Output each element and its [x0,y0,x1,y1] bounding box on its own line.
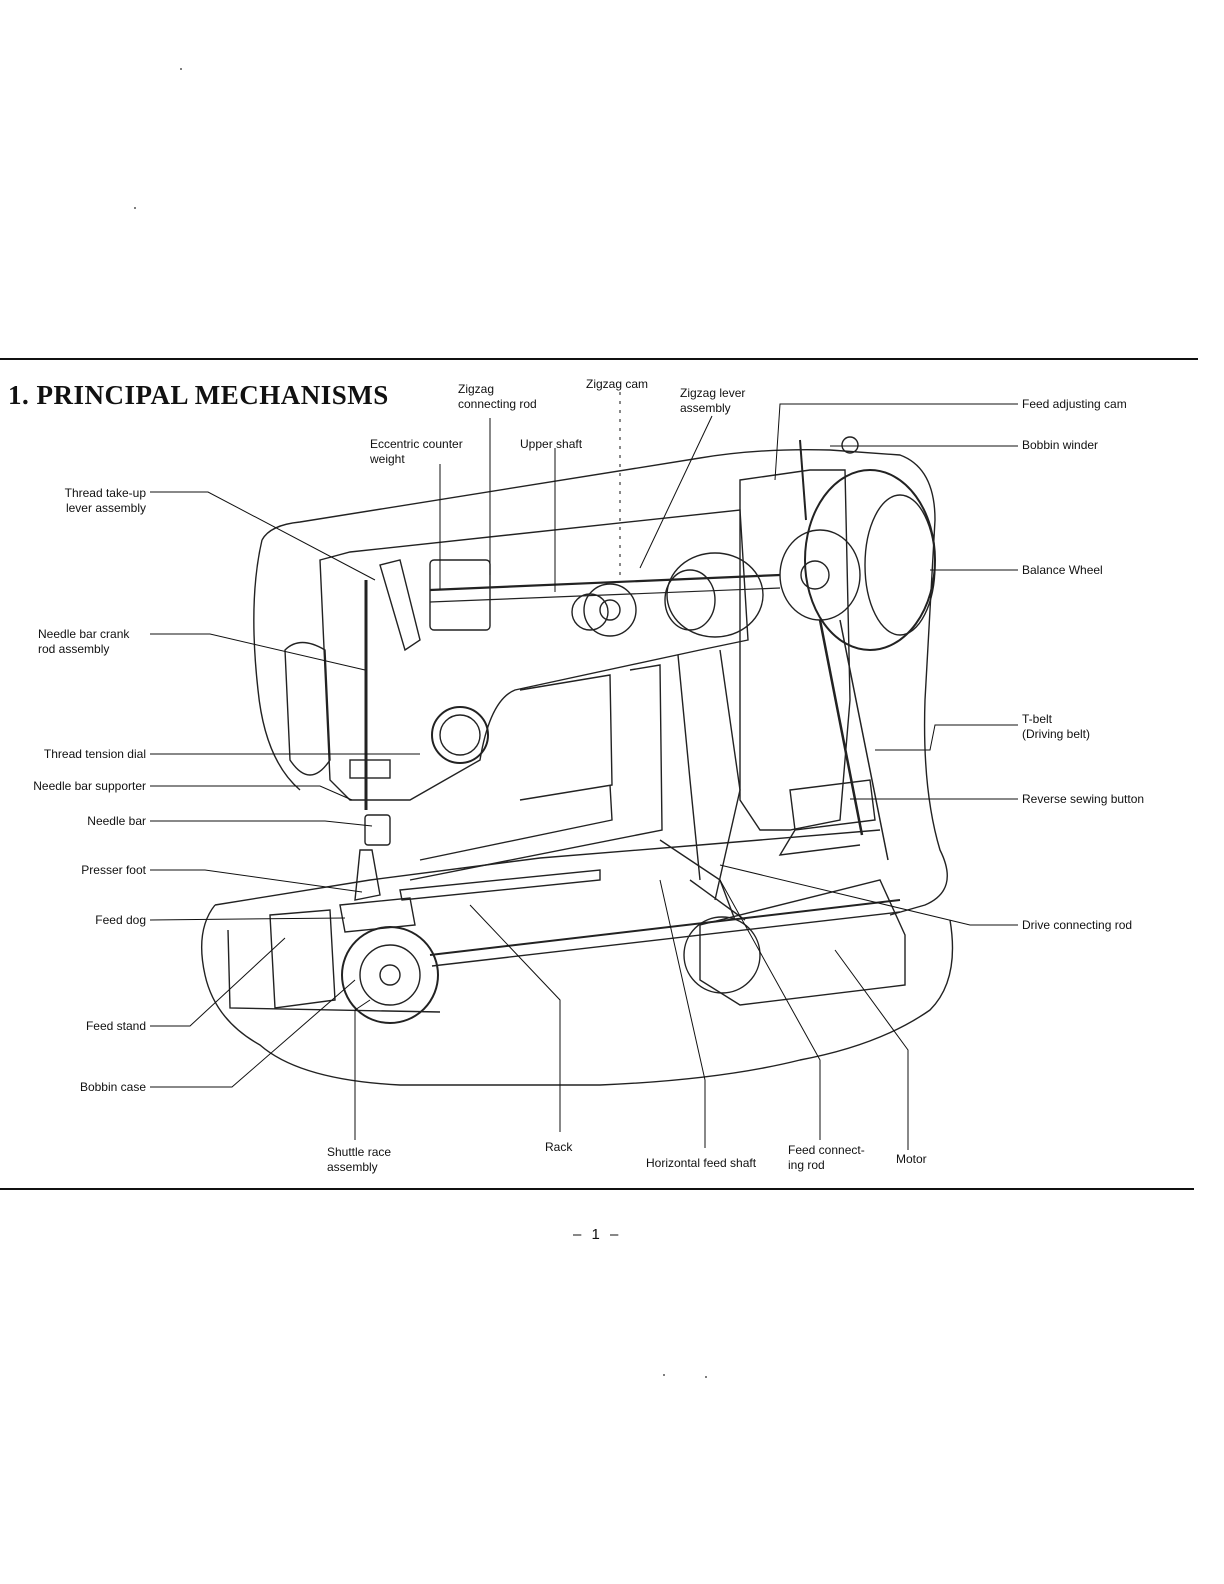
arm-frame [319,509,749,801]
label-bobbin-case: Bobbin case [79,1080,146,1094]
presser-foot-shape [354,849,381,901]
take-up-lever [379,559,421,652]
label-balance-wheel: Balance Wheel [1022,563,1103,577]
vertical-feed-rod [677,654,701,881]
label-feed-adjusting-cam: Feed adjusting cam [1022,397,1127,411]
label-upper-shaft: Upper shaft [520,437,583,451]
arm-outline [253,539,301,791]
motor-body [699,879,906,1006]
page-number: – 1 – [573,1226,622,1243]
tension-dial-knob [431,706,489,764]
scan-speck [180,68,182,70]
bottom-rule [0,1188,1194,1190]
needle-clamp [364,814,391,846]
label-reverse-sewing-button: Reverse sewing button [1022,792,1145,806]
label-motor: Motor [896,1152,927,1166]
zigzag-cam-gear [583,583,637,637]
shaft-pulley [666,552,764,638]
throat-opening [519,674,613,801]
label-rack: Rack [545,1140,573,1154]
scan-speck [705,1376,707,1378]
bobbin-winder-spindle [799,439,807,521]
feed-stand-shape [269,909,336,1009]
label-feed-stand: Feed stand [85,1019,146,1033]
upper-shaft [429,573,781,592]
scan-speck [134,207,136,209]
scan-speck [663,1374,665,1376]
machine-housing-outline [261,448,948,916]
label-needle-bar-supporter: Needle bar supporter [33,779,146,793]
label-horizontal-feed-shaft: Horizontal feed shaft [646,1156,757,1170]
bed-top-edge [214,829,881,906]
feed-dog-plate [339,897,416,933]
label-feed-connecting-rod: Feed connect-ing rod [788,1143,865,1172]
label-thread-tension-dial: Thread tension dial [43,747,146,761]
label-feed-dog: Feed dog [95,913,146,927]
bed-outline [200,904,954,1086]
counter-weight-block [429,559,491,631]
leader-lines [149,392,1018,1150]
label-presser-foot: Presser foot [81,863,146,877]
upright-frame [739,469,851,831]
section-title: 1. PRINCIPAL MECHANISMS [8,380,389,410]
label-needle-bar: Needle bar [87,814,146,828]
label-bobbin-winder: Bobbin winder [1022,438,1099,452]
reverse-button-shape [789,779,876,831]
horizontal-feed-shaft [429,899,901,956]
label-zigzag-cam: Zigzag cam [586,377,649,391]
bed-front-edge [227,929,441,1013]
label-t-belt: T-belt(Driving belt) [1022,712,1091,741]
balance-wheel-disc [804,469,936,651]
face-cover [284,641,331,776]
top-rule [0,358,1198,360]
rack-bar [399,869,601,901]
label-drive-connecting-rod: Drive connecting rod [1022,918,1133,932]
motor-end-plate [683,916,761,994]
shuttle-race-ring [341,926,439,1024]
